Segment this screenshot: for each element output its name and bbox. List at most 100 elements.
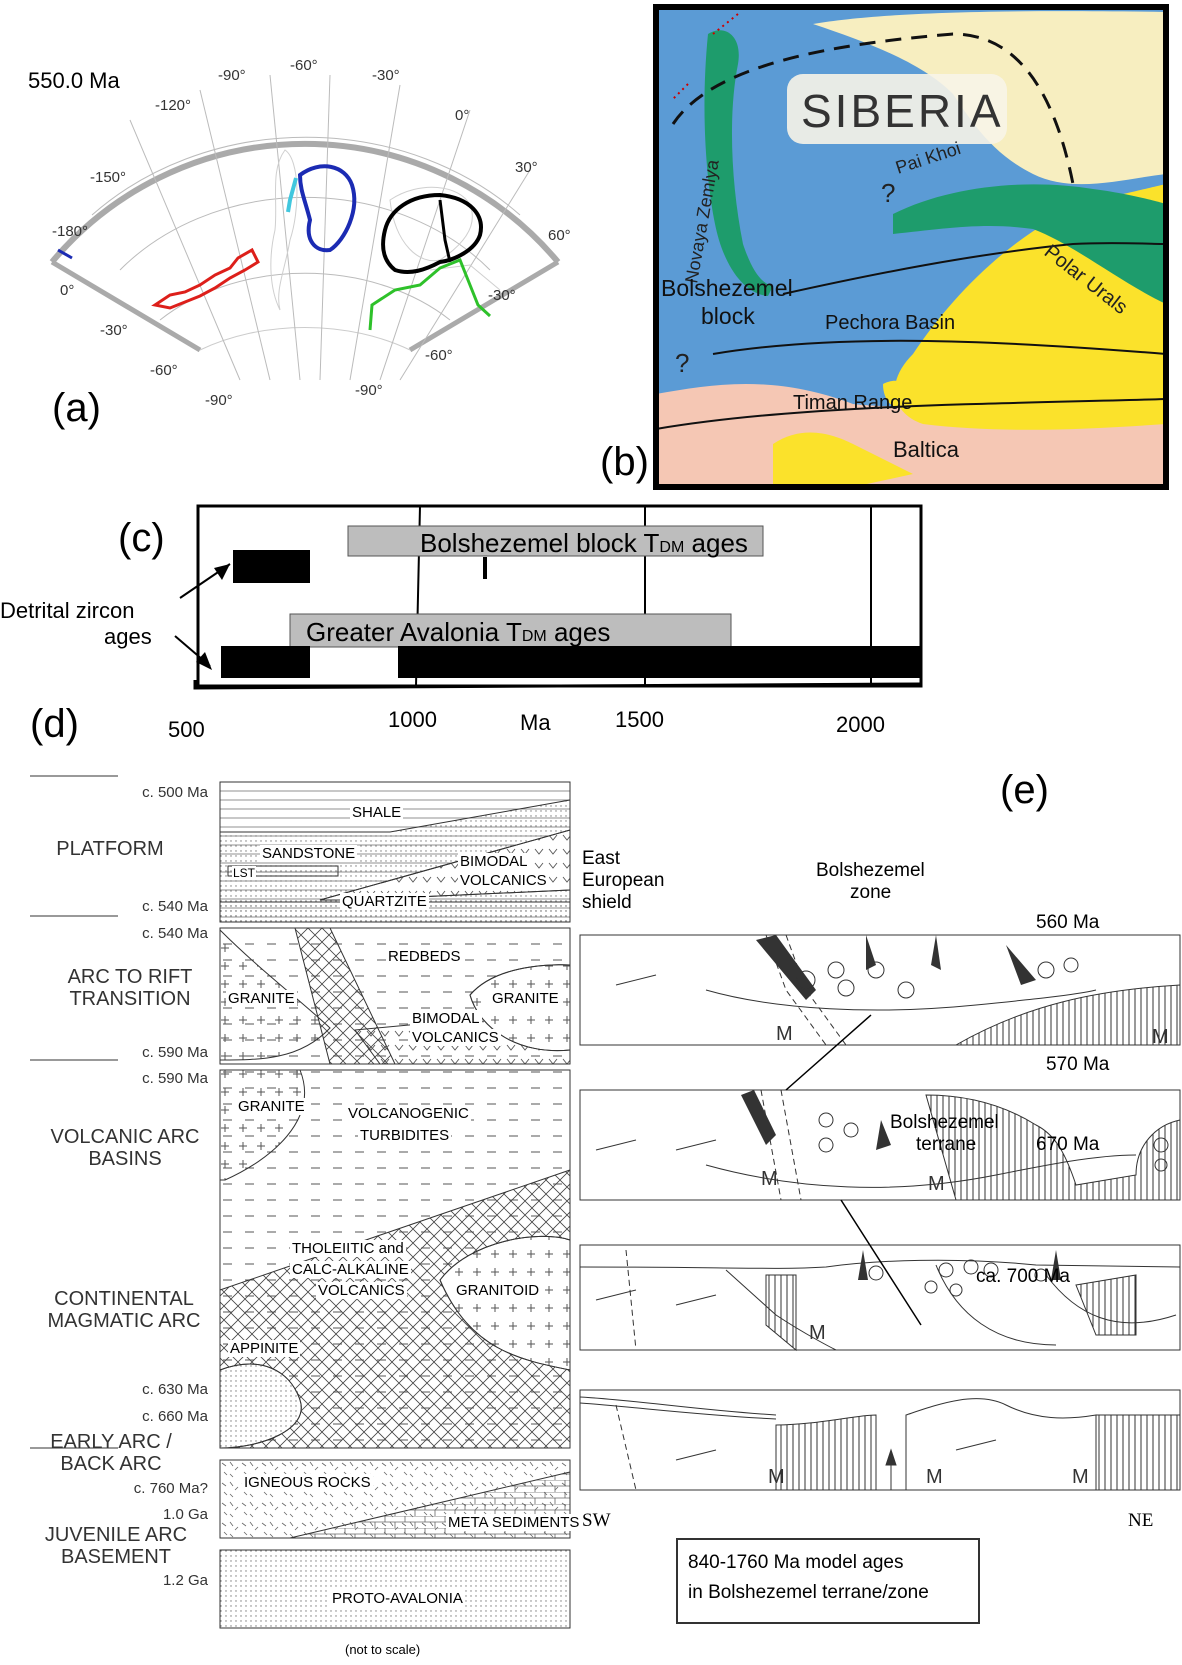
panel-c-label: (c) [118,516,165,560]
yellow-land-s [773,432,913,487]
dyke-560-3 [931,935,941,970]
arrow-700 [885,1448,897,1490]
bolshezemel-label: Bolshezemel [661,275,793,301]
panel-a-map: 550.0 Ma -180° -150° -120° -90° -60° -30… [28,57,571,409]
age-label: c. 540 Ma [142,925,208,942]
bterr-label-1: Bolshezemel [890,1112,999,1133]
age-label: c. 760 Ma? [133,1480,208,1497]
m-label: M [1072,1466,1089,1488]
lat-tick: -90° [205,392,233,409]
outer-arc [49,140,561,264]
lst-unit [227,865,339,877]
faults-700 [615,1404,637,1491]
question-mark-2: ? [675,348,689,378]
aval-tdm-bar [289,613,732,648]
panel-a-label: (a) [52,386,101,430]
dyke-560-1 [756,935,816,1000]
baltica-label: Baltica [893,437,960,462]
age-670: 670 Ma [1036,1134,1100,1155]
moho-560 [705,989,1097,1011]
lat-tick: -60° [425,347,453,364]
section-name: CONTINENTAL MAGMATIC ARC [47,1288,201,1332]
unit-granite-1: GRANITE [226,990,297,1007]
unit-volcanics-3: VOLCANICS [316,1282,407,1299]
cyan-terrane [286,177,298,213]
green-terrane [368,258,492,331]
black-terrane-line [438,199,452,263]
lat-tick-labels: 0° -30° -60° -90° -90° -60° -30° [60,282,516,409]
m-label: M [768,1466,785,1488]
panel-b-frame [653,4,1169,490]
unit-sandstone: SANDSTONE [260,845,358,862]
unit-bimodal-1: BIMODAL [458,853,530,870]
detrital-tick [483,557,487,579]
m-label: M [809,1322,826,1344]
tick-670 [595,1289,717,1306]
panel-d-label: (d) [30,702,79,746]
arrowhead-1 [214,564,230,580]
plutons-560 [796,957,1079,999]
faults-560 [765,934,847,1046]
unit-granite-3: GRANITE [236,1098,307,1115]
age-label: c. 540 Ma [142,898,208,915]
age-label: 1.0 Ga [162,1506,208,1523]
lon-tick: -180° [52,223,88,240]
thrust-line [712,339,1167,355]
unit-shale: SHALE [350,804,404,821]
tick-560 [615,974,657,986]
dyke-560-4 [1006,945,1036,985]
m-label: M [761,1168,778,1190]
siberia-label-box [787,74,1007,144]
panel-e-label: (e) [1000,768,1049,812]
x-tick: 1500 [615,707,664,732]
tick-700 [675,1439,997,1461]
crust-570 [925,1094,1181,1201]
panel-e-sections: M M M M M M M M [579,934,1181,1491]
moho-labels: M M M M M M M M [761,1023,1169,1488]
lon-tick: -30° [372,67,400,84]
tick-570 [595,1139,717,1151]
crust-670-2 [1075,1274,1137,1336]
inner-arc [199,327,411,351]
m-label: M [776,1023,793,1045]
detrital-bar-1 [233,550,310,583]
lon-tick: 0° [455,107,469,124]
unit-igneous: IGNEOUS ROCKS [242,1474,373,1491]
dyke-570-1 [741,1090,776,1145]
pechora-label: Pechora Basin [825,312,955,334]
granitoid-unit [439,1235,571,1371]
unit-proto-avalonia: PROTO-AVALONIA [330,1590,465,1607]
shield-label: shield [582,892,632,913]
unit-granite-2: GRANITE [490,990,561,1007]
age-570: 570 Ma [1046,1054,1110,1075]
plutons-670 [868,1259,1048,1297]
unit-volcanics-2: VOLCANICS [410,1029,501,1046]
european-label: European [582,870,665,891]
crust-700-2 [1095,1414,1181,1491]
bolsh-tdm-bar [347,525,764,557]
question-mark-1: ? [881,178,895,208]
connector-lines [785,1014,922,1326]
m-label: M [1152,1026,1169,1048]
island [883,380,910,408]
block-label: block [701,303,755,329]
ne-label: NE [1128,1510,1154,1531]
granite-volcanic [219,1069,306,1181]
unit-calc-alkaline: CALC-ALKALINE [290,1261,411,1278]
bterr-label-2: terrane [916,1134,977,1155]
unit-bimodal-2: BIMODAL [410,1010,482,1027]
age-560: 560 Ma [1036,912,1100,933]
proto-avalonia-box [219,1549,571,1629]
crust-560 [954,984,1181,1046]
dyke-560-2 [866,935,876,970]
note-line-2: in Bolshezemel terrane/zone [688,1582,929,1603]
unit-redbeds: REDBEDS [386,948,463,965]
continents [270,149,501,311]
lon-tick: -90° [218,67,246,84]
faults-570 [760,1089,802,1201]
crust-700-body [905,1398,1097,1491]
lon-tick: 30° [515,159,538,176]
panel-b-label: (b) [600,440,649,484]
dyke-670-2 [1051,1250,1061,1280]
bzone-label-2: zone [850,882,892,903]
